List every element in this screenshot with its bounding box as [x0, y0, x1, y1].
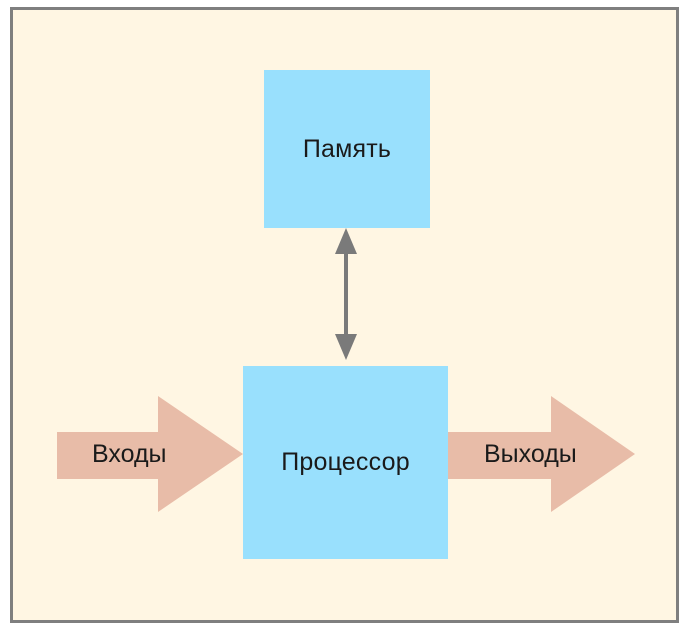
connector-arrowhead-down	[335, 334, 357, 360]
memory-label: Память	[302, 134, 392, 163]
outputs-label: Выходы	[484, 440, 577, 468]
connector-arrowhead-up	[335, 228, 357, 254]
processor-block: Процессор	[243, 366, 448, 559]
processor-label: Процессор	[281, 448, 410, 476]
inputs-arrow	[57, 396, 243, 512]
outputs-arrow	[448, 396, 635, 512]
memory-block: Память	[264, 70, 430, 228]
inputs-label: Входы	[92, 440, 167, 468]
memory-processor-connector	[335, 228, 357, 360]
